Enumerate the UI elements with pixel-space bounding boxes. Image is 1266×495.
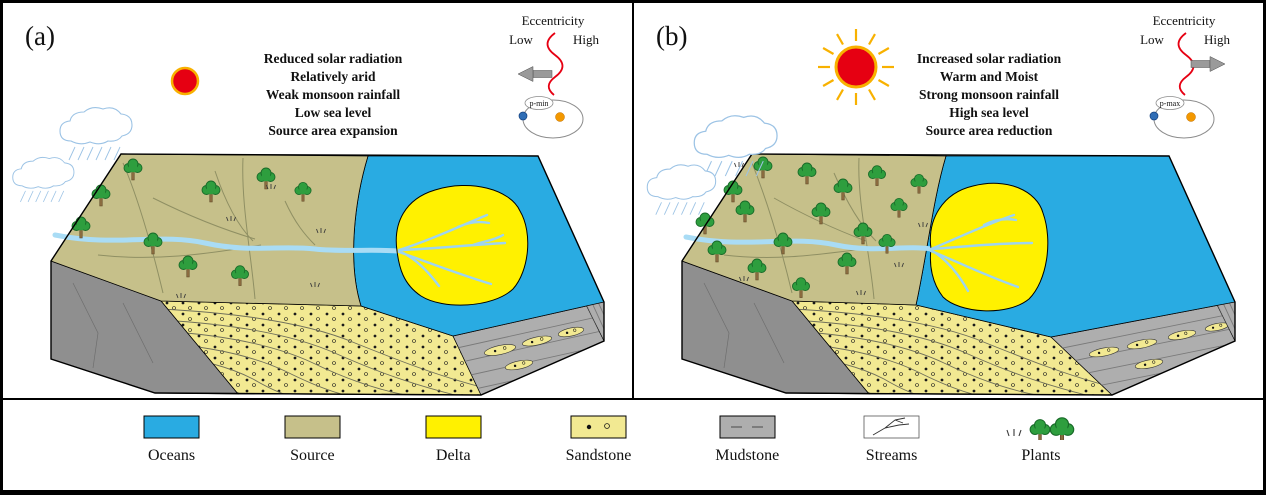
condition-line: Reduced solar radiation — [264, 51, 403, 66]
condition-line: High sea level — [949, 105, 1029, 120]
eccentricity-low-label: Low — [509, 32, 533, 47]
condition-line: Strong monsoon rainfall — [919, 87, 1059, 102]
river — [52, 232, 400, 254]
panel-b: (b) Increased solar radiation Warm and M… — [634, 3, 1263, 398]
legend-swatch-mudstone — [719, 415, 776, 439]
legend-item-sandstone: Sandstone — [565, 414, 632, 465]
source-area — [50, 153, 369, 307]
eccentricity-title: Eccentricity — [522, 13, 585, 28]
eccentricity-curve — [546, 32, 564, 96]
legend-swatch-source — [284, 415, 341, 439]
legend-item-source: Source — [284, 414, 341, 465]
panel-divider — [632, 3, 634, 398]
cloud-rain-icon — [59, 106, 133, 161]
legend-item-streams: Streams — [863, 414, 920, 465]
river — [683, 234, 934, 252]
condition-line: Relatively arid — [290, 69, 376, 84]
eccentricity-arrow-icon — [1190, 56, 1226, 72]
legend-swatch-oceans — [143, 415, 200, 439]
orbit-diagram: p-min — [518, 96, 584, 139]
legend-item-delta: Delta — [425, 414, 482, 465]
mudstone-layers-front — [452, 301, 605, 396]
sun-icon — [818, 29, 894, 105]
orbit-label-oval — [1155, 96, 1185, 110]
panel-a: (a) Reduced solar radiation Relatively a… — [3, 3, 632, 398]
block-diagram — [681, 153, 1236, 396]
earth-dot — [1149, 111, 1159, 121]
legend-label: Sandstone — [565, 447, 632, 464]
panels-row: (a) Reduced solar radiation Relatively a… — [3, 3, 1263, 398]
clinoform-sandstone — [160, 300, 482, 396]
eccentricity-low-label: Low — [1140, 32, 1164, 47]
streams — [723, 157, 877, 300]
orbit-sun-dot — [555, 112, 565, 122]
distributary-channels — [929, 213, 1034, 293]
orbit-label-oval — [524, 96, 554, 110]
cloud-rain-icon — [646, 164, 717, 216]
condition-line: Weak monsoon rainfall — [266, 87, 401, 102]
condition-line: Source area reduction — [926, 123, 1053, 138]
panel-b-scene: (b) Increased solar radiation Warm and M… — [646, 13, 1236, 396]
sandstone-lenses — [1088, 322, 1230, 370]
legend-label: Streams — [865, 447, 918, 464]
conditions-text: Reduced solar radiation Relatively arid … — [264, 51, 403, 138]
conditions-text: Increased solar radiation Warm and Moist… — [917, 51, 1062, 138]
legend: Oceans Source Delta Sandstone — [3, 398, 1263, 490]
eccentricity-high-label: High — [1204, 32, 1231, 47]
legend-swatch-streams — [863, 415, 920, 439]
legend-swatch-delta — [425, 415, 482, 439]
eccentricity-arrow-icon — [517, 66, 553, 82]
legend-label: Plants — [1021, 447, 1061, 464]
legend-swatch-sandstone — [570, 415, 627, 439]
tree-icon — [1029, 419, 1051, 440]
eccentricity-title: Eccentricity — [1153, 13, 1216, 28]
orbit-sun-dot — [1186, 112, 1196, 122]
orbit-label: p-max — [1160, 99, 1180, 108]
distributary-channels — [397, 213, 507, 288]
tree-icon — [1049, 417, 1075, 440]
legend-item-mudstone: Mudstone — [715, 414, 779, 465]
block-outline — [50, 153, 605, 396]
sun-icon — [170, 66, 200, 96]
eccentricity-inset: Eccentricity Low High p-max — [1140, 13, 1231, 139]
legend-item-plants: Plants — [1004, 414, 1078, 465]
legend-label: Mudstone — [715, 447, 780, 464]
panel-a-scene: (a) Reduced solar radiation Relatively a… — [12, 13, 605, 396]
legend-label: Delta — [435, 447, 471, 464]
block-outline — [681, 153, 1236, 396]
clinoform-sandstone — [791, 300, 1113, 396]
orbit-diagram: p-max — [1149, 96, 1215, 139]
block-diagram — [50, 153, 605, 396]
streams — [97, 157, 316, 300]
legend-label: Source — [290, 447, 335, 464]
orbit-label: p-min — [529, 99, 548, 108]
condition-line: Low sea level — [295, 105, 372, 120]
panel-label: (a) — [25, 21, 55, 51]
panel-label: (b) — [656, 21, 687, 51]
eccentricity-inset: Eccentricity Low High p-min — [509, 13, 600, 139]
condition-line: Warm and Moist — [940, 69, 1039, 84]
grass-icon — [1006, 429, 1022, 437]
cloud-rain-icon — [12, 156, 75, 203]
condition-line: Source area expansion — [268, 123, 398, 138]
eccentricity-high-label: High — [573, 32, 600, 47]
legend-swatch-plants — [1006, 417, 1075, 440]
legend-item-oceans: Oceans — [143, 414, 200, 465]
legend-label: Oceans — [147, 447, 196, 464]
sandstone-lenses — [484, 326, 585, 371]
condition-line: Increased solar radiation — [917, 51, 1062, 66]
earth-dot — [518, 111, 528, 121]
